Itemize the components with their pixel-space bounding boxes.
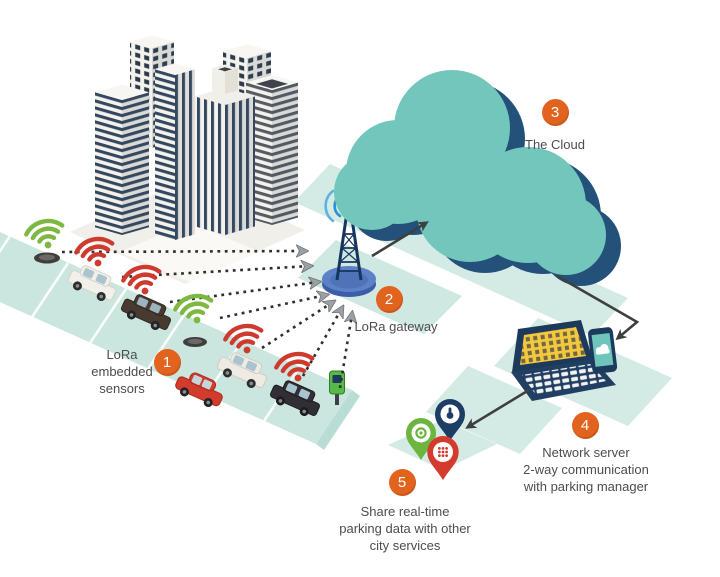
parking-sensor-icon xyxy=(183,337,207,347)
caption-line: parking data with other xyxy=(339,521,471,536)
car-dark-van xyxy=(120,294,172,331)
lora-gateway-icon xyxy=(322,189,376,297)
map-pin-red-dots-icon xyxy=(427,436,459,480)
wifi-signal-green-icon xyxy=(173,293,214,324)
car-red xyxy=(175,372,223,408)
phone-cloud-icon xyxy=(595,344,610,355)
caption-line: LoRa gateway xyxy=(354,319,438,334)
caption-line: Network server xyxy=(542,445,630,460)
parking-sensor-icon xyxy=(34,252,60,264)
wifi-signal-red-icon xyxy=(74,236,115,267)
building-tall-center xyxy=(155,63,195,240)
step-1-caption: LoRa embedded sensors xyxy=(62,346,182,397)
caption-line: 2-way communication xyxy=(523,462,649,477)
parking-meter-icon xyxy=(329,370,345,405)
gateway-to-cloud-arrow xyxy=(371,221,429,258)
caption-line: Share real-time xyxy=(360,504,450,519)
server-to-services-arrow xyxy=(465,388,530,429)
car-black-van xyxy=(269,380,321,417)
caption-line: The Cloud xyxy=(525,137,585,152)
step-2-badge: 2 xyxy=(375,285,403,313)
caption-line: LoRa xyxy=(106,347,138,362)
building-center-right xyxy=(195,87,255,235)
step-3-badge: 3 xyxy=(541,98,569,126)
building-penthouse xyxy=(212,64,238,94)
step-3-caption: The Cloud xyxy=(495,136,615,153)
link-arrows xyxy=(371,221,640,341)
building-left xyxy=(95,84,149,235)
map-pin-navy-hand-icon xyxy=(435,399,465,441)
cloud-icon xyxy=(334,70,621,286)
smartphone-icon xyxy=(587,327,618,374)
step-4-badge: 4 xyxy=(571,411,599,439)
wifi-signal-red-icon xyxy=(223,323,264,354)
caption-line: embedded xyxy=(91,364,153,379)
map-pin-green-ring-icon xyxy=(406,418,436,460)
caption-line: city services xyxy=(369,538,441,553)
wifi-signal-red-icon xyxy=(274,351,315,382)
step-2-caption: LoRa gateway xyxy=(336,318,456,335)
wifi-signal-red-icon xyxy=(121,264,162,295)
laptop-icon xyxy=(511,320,616,401)
caption-line: with parking manager xyxy=(523,479,649,494)
step-4-caption: Network server 2-way communication with … xyxy=(496,444,676,495)
wifi-signal-green-icon xyxy=(24,218,65,249)
step-5-caption: Share real-time parking data with other … xyxy=(315,503,495,554)
car-white-van xyxy=(67,265,117,302)
step-5-badge: 5 xyxy=(388,468,416,496)
cloud-to-server-arrow xyxy=(556,274,640,341)
step-1-badge: 1 xyxy=(153,348,181,376)
caption-line: sensors xyxy=(99,381,145,396)
car-white-van-2 xyxy=(216,352,268,389)
